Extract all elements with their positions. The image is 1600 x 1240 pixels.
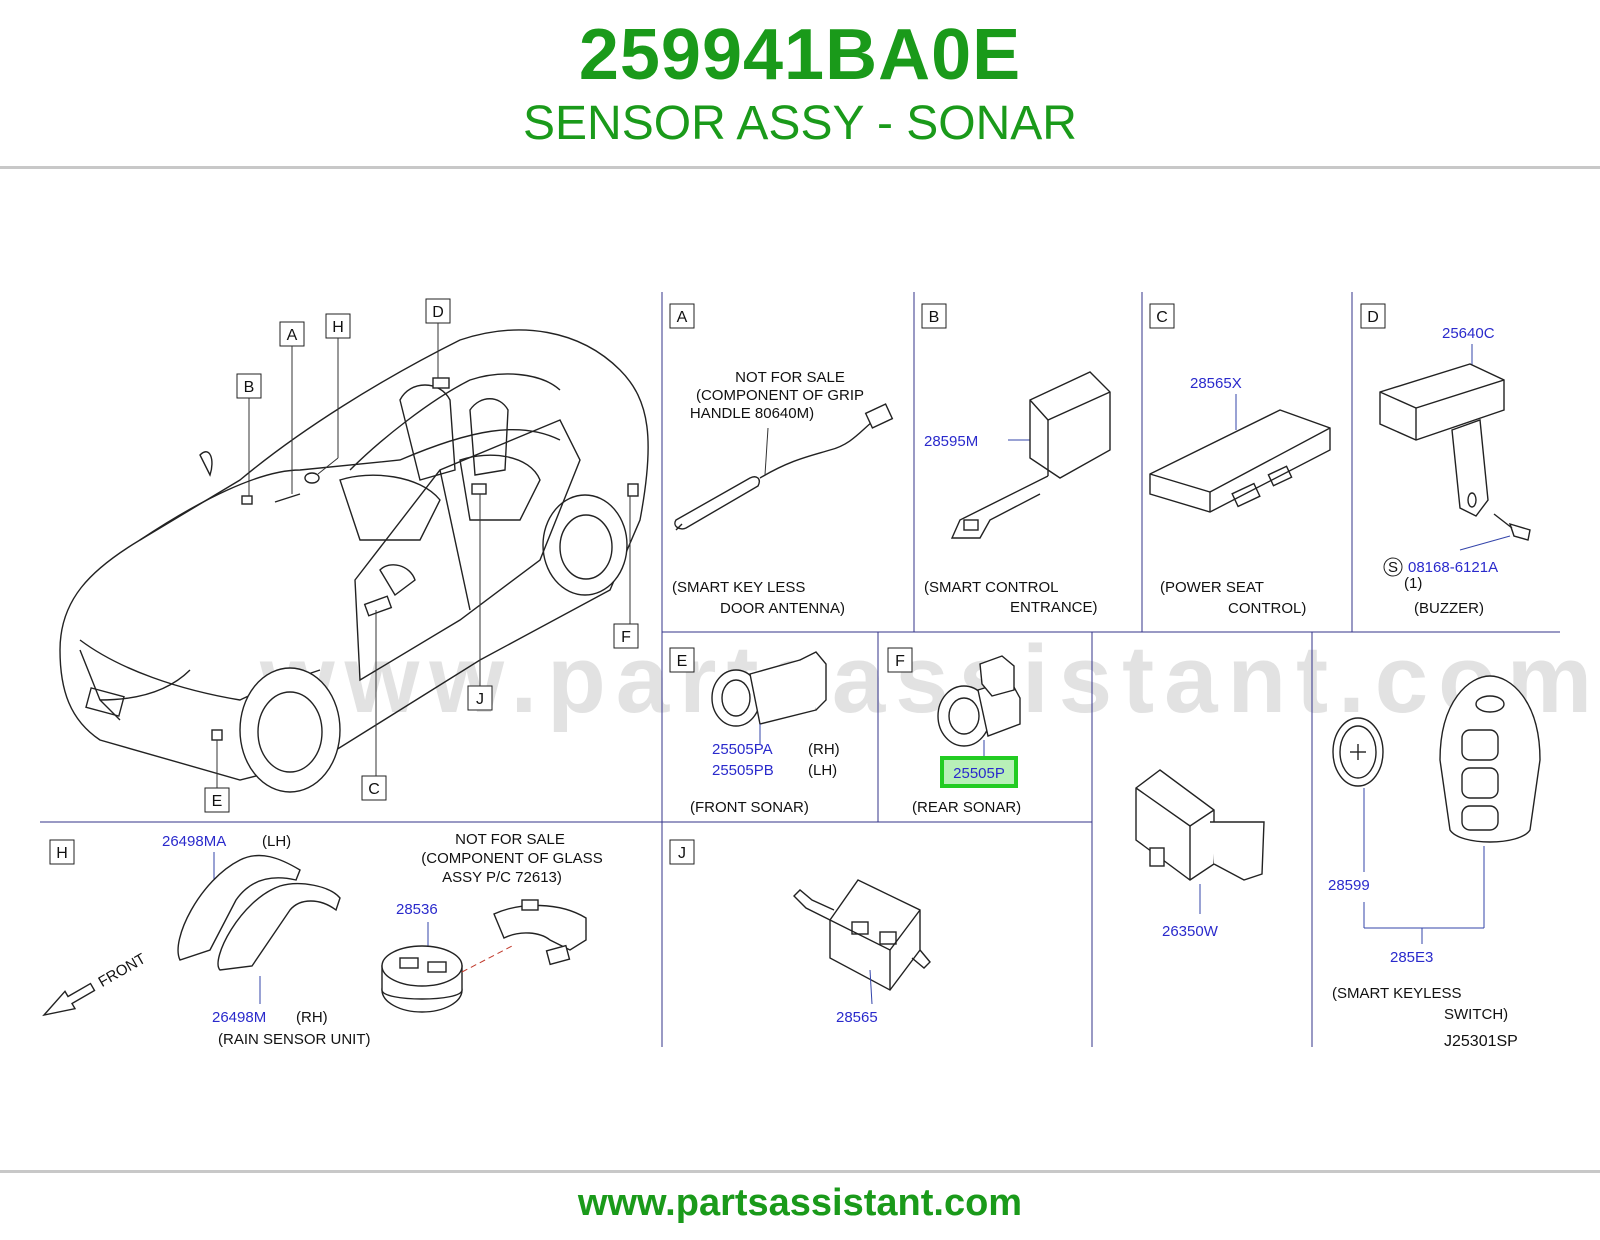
- svg-text:NOT FOR SALE: NOT FOR SALE: [455, 831, 565, 848]
- panel-k-smart-keyless-switch: 28599 285E3 (SMART KEYLESS SWITCH) J2530…: [1328, 675, 1541, 1050]
- svg-text:(BUZZER): (BUZZER): [1414, 600, 1484, 617]
- svg-text:FRONT: FRONT: [95, 950, 148, 991]
- page-subtitle-part-name: SENSOR ASSY - SONAR: [523, 97, 1077, 150]
- svg-text:08168-6121A: 08168-6121A: [1408, 559, 1498, 576]
- svg-text:(1): (1): [1404, 575, 1422, 592]
- svg-text:B: B: [929, 309, 940, 326]
- svg-text:(POWER SEAT: (POWER SEAT: [1160, 579, 1264, 596]
- svg-text:F: F: [621, 629, 631, 646]
- svg-text:26350W: 26350W: [1162, 923, 1219, 940]
- svg-text:E: E: [212, 793, 223, 810]
- svg-text:H: H: [56, 845, 68, 862]
- overview-callout-j: J: [467, 494, 493, 711]
- panel-e-front-sonar: E 25505PA (RH) 25505PB (LH) (FRONT SONAR…: [669, 647, 840, 816]
- panel-h-rain-sensor: H 26498MA (LH) 26498M (RH) NOT FOR SALE …: [42, 831, 603, 1048]
- panel-f-rear-sonar: F 25505P (REAR SONAR): [887, 647, 1021, 816]
- svg-text:D: D: [1367, 309, 1379, 326]
- header-divider: [0, 166, 1600, 169]
- overview-callout-e: E: [204, 740, 230, 813]
- footer-divider: [0, 1170, 1600, 1173]
- panel-c-power-seat-control: C 28565X (POWER SEAT CONTROL): [1149, 303, 1331, 617]
- panel-a-door-antenna: A NOT FOR SALE (COMPONENT OF GRIP HANDLE…: [669, 303, 894, 617]
- panel-d-buzzer: D 25640C S 08168-6121A (1) (BUZZER): [1360, 303, 1531, 617]
- overview-callout-d: D: [425, 298, 451, 378]
- svg-text:25505PB: 25505PB: [712, 762, 774, 779]
- svg-text:J: J: [476, 691, 484, 708]
- svg-text:(REAR SONAR): (REAR SONAR): [912, 799, 1021, 816]
- panel-j-control-unit: J 28565: [669, 839, 931, 1026]
- svg-text:HANDLE 80640M): HANDLE 80640M): [690, 405, 814, 422]
- svg-text:28595M: 28595M: [924, 433, 978, 450]
- footer-url[interactable]: www.partsassistant.com: [577, 1182, 1023, 1224]
- highlighted-part-number: 25505P: [953, 765, 1005, 782]
- svg-text:25505PA: 25505PA: [712, 741, 773, 758]
- svg-text:C: C: [368, 781, 380, 798]
- svg-text:28565X: 28565X: [1190, 375, 1242, 392]
- svg-text:(SMART KEYLESS: (SMART KEYLESS: [1332, 985, 1462, 1002]
- svg-text:E: E: [677, 653, 688, 670]
- svg-text:J: J: [678, 845, 686, 862]
- svg-text:(LH): (LH): [808, 762, 837, 779]
- overview-callout-c: C: [361, 610, 387, 801]
- svg-text:J25301SP: J25301SP: [1444, 1033, 1518, 1050]
- svg-text:SWITCH): SWITCH): [1444, 1006, 1508, 1023]
- svg-text:28536: 28536: [396, 901, 438, 918]
- svg-text:285E3: 285E3: [1390, 949, 1433, 966]
- overview-callout-f: F: [613, 496, 639, 649]
- svg-text:S: S: [1388, 559, 1398, 576]
- svg-text:F: F: [895, 653, 905, 670]
- panel-g-module: 26350W: [1135, 769, 1265, 940]
- svg-text:(SMART KEY LESS: (SMART KEY LESS: [672, 579, 805, 596]
- overview-callout-h: H: [317, 313, 351, 475]
- svg-text:(FRONT SONAR): (FRONT SONAR): [690, 799, 809, 816]
- svg-text:(RH): (RH): [808, 741, 840, 758]
- overview-callout-b: B: [236, 373, 262, 496]
- svg-text:CONTROL): CONTROL): [1228, 600, 1306, 617]
- highlighted-part-box: [940, 756, 1018, 788]
- svg-text:26498MA: 26498MA: [162, 833, 226, 850]
- svg-text:(RAIN SENSOR UNIT): (RAIN SENSOR UNIT): [218, 1031, 371, 1048]
- svg-text:D: D: [432, 304, 444, 321]
- svg-text:NOT FOR SALE: NOT FOR SALE: [735, 369, 845, 386]
- svg-text:A: A: [287, 327, 298, 344]
- svg-text:25640C: 25640C: [1442, 325, 1495, 342]
- vehicle-overview-illustration: [59, 329, 649, 793]
- svg-text:(LH): (LH): [262, 833, 291, 850]
- svg-text:(COMPONENT OF GLASS: (COMPONENT OF GLASS: [421, 850, 602, 867]
- svg-text:(SMART CONTROL: (SMART CONTROL: [924, 579, 1058, 596]
- svg-text:DOOR ANTENNA): DOOR ANTENNA): [720, 600, 845, 617]
- svg-text:(COMPONENT OF GRIP: (COMPONENT OF GRIP: [696, 387, 864, 404]
- svg-text:28565: 28565: [836, 1009, 878, 1026]
- svg-text:C: C: [1156, 309, 1168, 326]
- overview-callout-a: A: [279, 321, 305, 494]
- svg-text:ENTRANCE): ENTRANCE): [1010, 599, 1098, 616]
- panel-grid: [40, 292, 1560, 1047]
- svg-text:H: H: [332, 319, 344, 336]
- page-title-part-number: 259941BA0E: [578, 15, 1022, 95]
- svg-text:(RH): (RH): [296, 1009, 328, 1026]
- watermark: www.partsassistant.com: [259, 626, 1600, 733]
- svg-text:ASSY P/C 72613): ASSY P/C 72613): [442, 869, 562, 886]
- svg-text:B: B: [244, 379, 255, 396]
- svg-text:28599: 28599: [1328, 877, 1370, 894]
- panel-b-smart-control-entrance: B 28595M (SMART CONTROL ENTRANCE): [921, 303, 1111, 616]
- svg-text:A: A: [677, 309, 688, 326]
- svg-text:26498M: 26498M: [212, 1009, 266, 1026]
